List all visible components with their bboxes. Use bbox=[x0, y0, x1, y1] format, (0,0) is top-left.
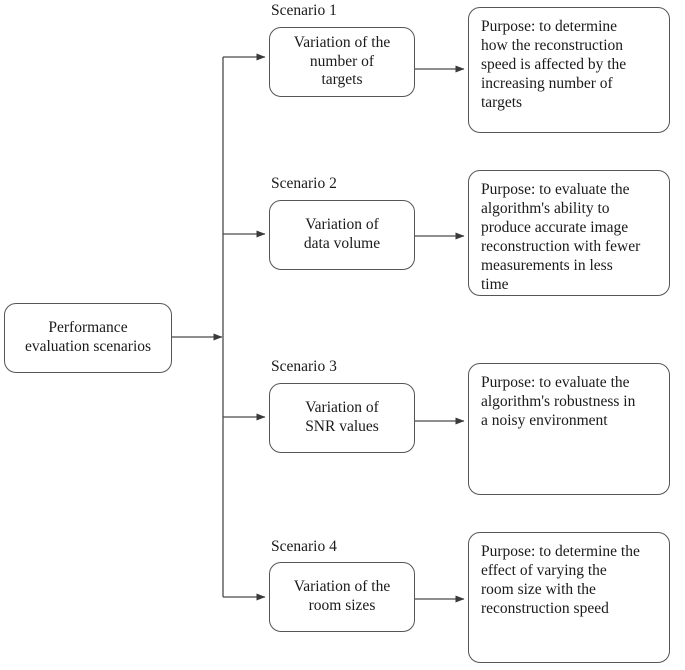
scenario-label-4: Scenario 4 bbox=[271, 538, 337, 555]
node-scenario-3-label: Variation of SNR values bbox=[305, 399, 379, 435]
node-purpose-2: Purpose: to evaluate the algorithm's abi… bbox=[468, 170, 670, 296]
node-root-label: Performance evaluation scenarios bbox=[24, 319, 152, 355]
node-root: Performance evaluation scenarios bbox=[4, 303, 172, 373]
node-scenario-4: Variation of the room sizes bbox=[269, 562, 415, 632]
scenario-label-1: Scenario 1 bbox=[271, 2, 337, 19]
node-purpose-3-label: Purpose: to evaluate the algorithm's rob… bbox=[481, 374, 636, 429]
node-scenario-1-label: Variation of the number of targets bbox=[293, 33, 391, 89]
node-scenario-2: Variation of data volume bbox=[269, 200, 415, 270]
node-purpose-3: Purpose: to evaluate the algorithm's rob… bbox=[468, 363, 670, 495]
node-scenario-3: Variation of SNR values bbox=[269, 383, 415, 453]
scenario-label-3: Scenario 3 bbox=[271, 358, 337, 375]
node-purpose-1-label: Purpose: to determine how the reconstruc… bbox=[481, 18, 627, 111]
node-scenario-2-label: Variation of data volume bbox=[303, 216, 381, 252]
node-purpose-1: Purpose: to determine how the reconstruc… bbox=[468, 7, 670, 133]
scenario-label-2: Scenario 2 bbox=[271, 175, 337, 192]
node-scenario-4-label: Variation of the room sizes bbox=[293, 578, 391, 614]
node-purpose-4-label: Purpose: to determine the effect of vary… bbox=[481, 543, 640, 617]
node-purpose-4: Purpose: to determine the effect of vary… bbox=[468, 532, 670, 663]
node-scenario-1: Variation of the number of targets bbox=[269, 27, 415, 97]
node-purpose-2-label: Purpose: to evaluate the algorithm's abi… bbox=[481, 181, 641, 293]
